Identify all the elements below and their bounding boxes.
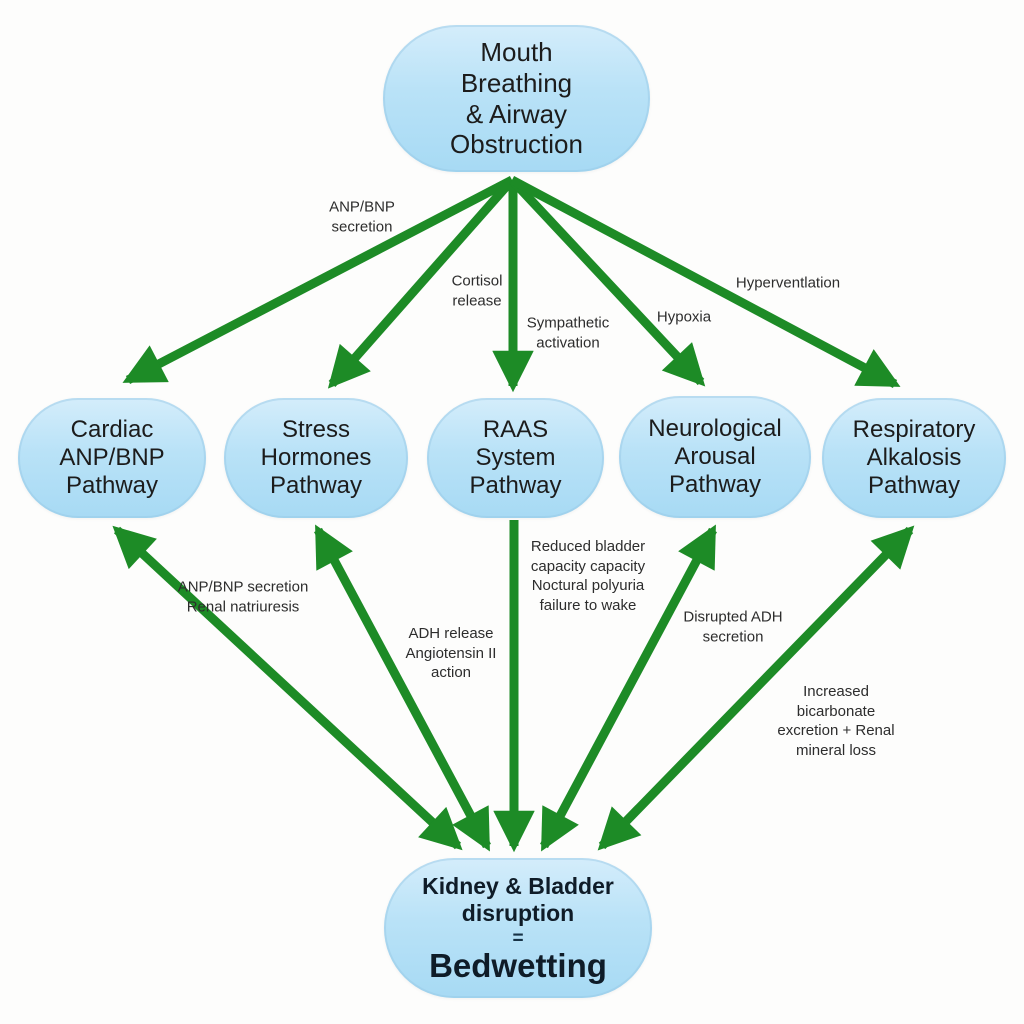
node-neuro-label: Neurological Arousal Pathway: [648, 414, 782, 499]
outcome-equals-sign: =: [512, 927, 524, 949]
edge-source-cardiac: [122, 176, 515, 384]
node-raas-system-pathway: RAAS System Pathway: [427, 398, 604, 518]
node-respiratory-alkalosis-pathway: Respiratory Alkalosis Pathway: [822, 398, 1006, 518]
edge-label-disrupted-adh-secretion: Disrupted ADH secretion: [683, 608, 783, 646]
edge-source-stress: [327, 177, 516, 389]
node-cardiac-label: Cardiac ANP/BNP Pathway: [59, 415, 165, 500]
edge-label-anp-bnp-secretion: ANP/BNP secretion: [329, 198, 395, 236]
edge-label-hypoxia: Hypoxia: [656, 308, 712, 326]
edge-source-resp: [509, 176, 901, 388]
node-stress-hormones-pathway: Stress Hormones Pathway: [224, 398, 408, 518]
edge-label-adh-release-angiotensin: ADH release Angiotensin II action: [405, 624, 497, 681]
edge-label-sympathetic-activation: Sympathetic activation: [526, 314, 610, 352]
edge-label-cortisol-release: Cortisol release: [451, 272, 503, 310]
node-bedwetting-outcome: Kidney & Bladder disruption = Bedwetting: [384, 858, 652, 998]
node-stress-label: Stress Hormones Pathway: [260, 415, 372, 500]
edge-label-anp-renal-natriuresis: ANP/BNP secretion Renal natriuresis: [177, 578, 309, 616]
node-mouth-breathing-label: Mouth Breathing & Airway Obstruction: [450, 37, 583, 160]
edge-resp-outcome: [597, 525, 915, 851]
node-cardiac-anp-bnp-pathway: Cardiac ANP/BNP Pathway: [18, 398, 206, 518]
edge-label-increased-bicarbonate: Increased bicarbonate excretion + Renal …: [777, 683, 895, 759]
edge-label-reduced-bladder-capacity: Reduced bladder capacity capacity Noctur…: [530, 538, 646, 614]
node-raas-label: RAAS System Pathway: [469, 415, 562, 500]
node-resp-label: Respiratory Alkalosis Pathway: [852, 415, 976, 500]
node-mouth-breathing: Mouth Breathing & Airway Obstruction: [383, 25, 650, 172]
outcome-main-label: Bedwetting: [429, 946, 607, 984]
outcome-heading: Kidney & Bladder disruption: [422, 872, 614, 927]
edge-source-neuro: [508, 176, 706, 387]
node-neurological-arousal-pathway: Neurological Arousal Pathway: [619, 396, 811, 518]
edge-stress-outcome: [314, 524, 491, 852]
edge-label-hyperventilation: Hyperventlation: [735, 274, 841, 292]
